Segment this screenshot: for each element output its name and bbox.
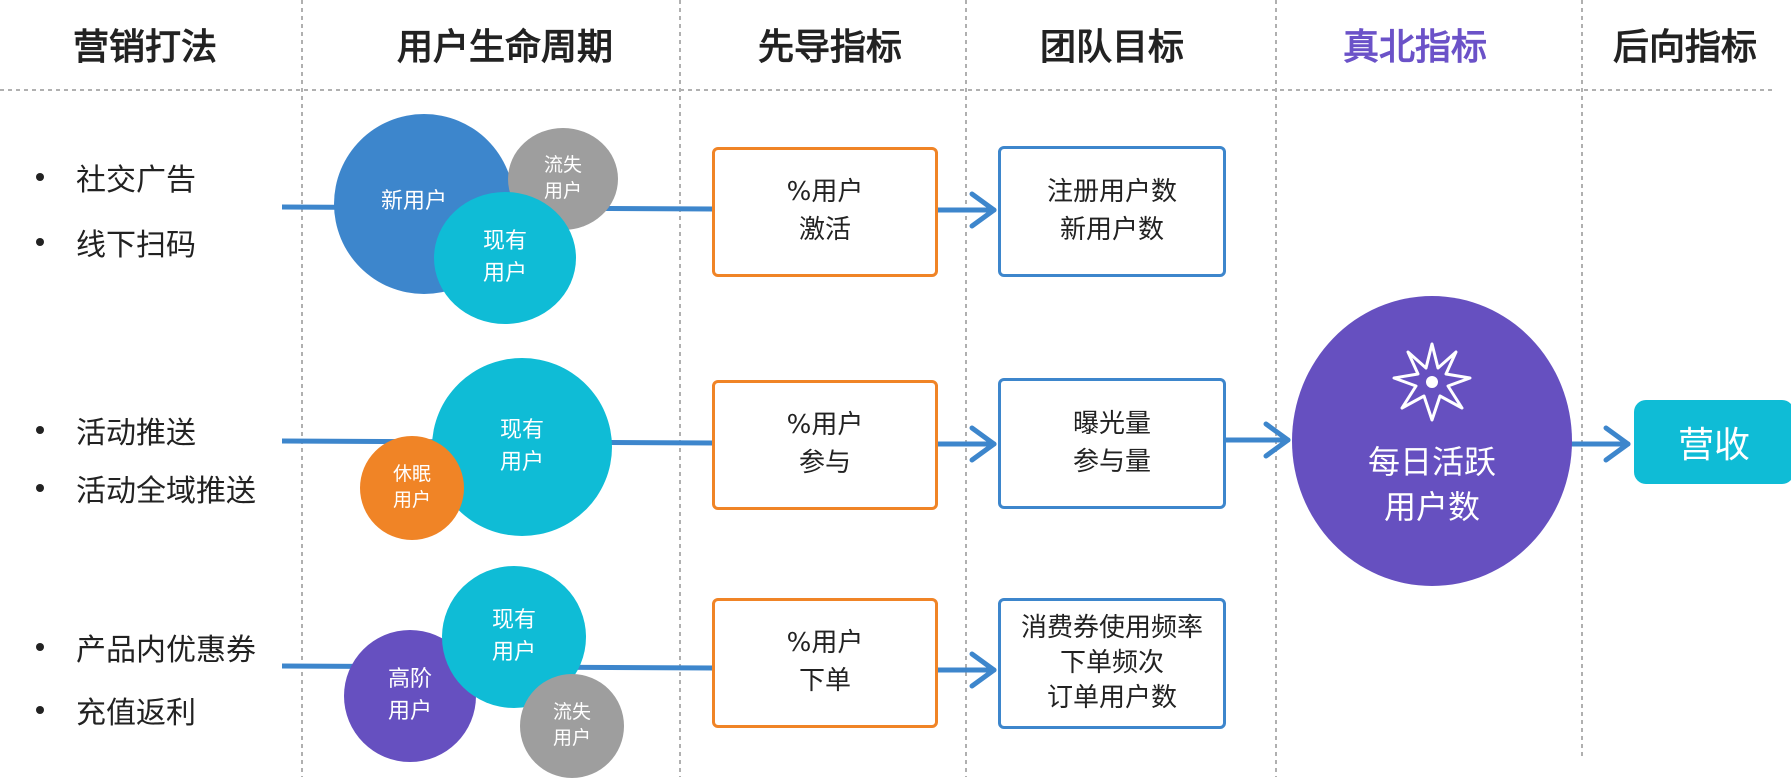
leading-metric-box: %用户下单 bbox=[712, 598, 938, 728]
compass-star-icon bbox=[1392, 342, 1472, 422]
bubble-existing-users: 现有用户 bbox=[434, 192, 576, 324]
tactic-item: 社交广告 bbox=[36, 155, 196, 199]
team-goal-box: 曝光量参与量 bbox=[998, 378, 1226, 509]
team-goal-box: 消费券使用频率下单频次订单用户数 bbox=[998, 598, 1226, 729]
team-goal-box: 注册用户数新用户数 bbox=[998, 146, 1226, 277]
heading-leading-metrics: 先导指标 bbox=[757, 27, 902, 68]
bullet-icon bbox=[36, 173, 44, 181]
leading-metric-box: %用户参与 bbox=[712, 380, 938, 510]
heading-team-goals: 团队目标 bbox=[1039, 27, 1184, 68]
bubble-existing-users: 现有用户 bbox=[432, 358, 612, 536]
tactic-item: 活动推送 bbox=[36, 408, 196, 452]
arrow-leading-to-team bbox=[935, 191, 997, 229]
bullet-icon bbox=[36, 643, 44, 651]
leading-metric-box: %用户激活 bbox=[712, 147, 938, 277]
tactic-item: 线下扫码 bbox=[36, 220, 196, 264]
bullet-icon bbox=[36, 426, 44, 434]
arrow-north-star-to-revenue bbox=[1569, 425, 1631, 463]
tactic-item: 产品内优惠券 bbox=[36, 625, 256, 669]
arrow-team-to-north-star bbox=[1223, 421, 1291, 459]
tactic-item: 充值返利 bbox=[36, 688, 196, 732]
north-star-metric: 每日活跃用户数 bbox=[1292, 296, 1572, 586]
arrow-leading-to-team bbox=[935, 651, 997, 689]
tactic-item: 活动全域推送 bbox=[36, 466, 256, 510]
bullet-icon bbox=[36, 484, 44, 492]
heading-north-star: 真北指标 bbox=[1342, 27, 1487, 68]
bubble-premium-users: 高阶用户 bbox=[344, 630, 476, 762]
bubble-dormant-users: 休眠用户 bbox=[360, 436, 464, 540]
heading-lifecycle: 用户生命周期 bbox=[396, 27, 613, 68]
bullet-icon bbox=[36, 238, 44, 246]
arrow-leading-to-team bbox=[935, 425, 997, 463]
heading-lagging-metrics: 后向指标 bbox=[1612, 27, 1757, 68]
bubble-churned-users: 流失用户 bbox=[520, 674, 624, 778]
bullet-icon bbox=[36, 706, 44, 714]
revenue-box: 营收 bbox=[1634, 400, 1791, 484]
heading-tactics: 营销打法 bbox=[72, 27, 217, 68]
